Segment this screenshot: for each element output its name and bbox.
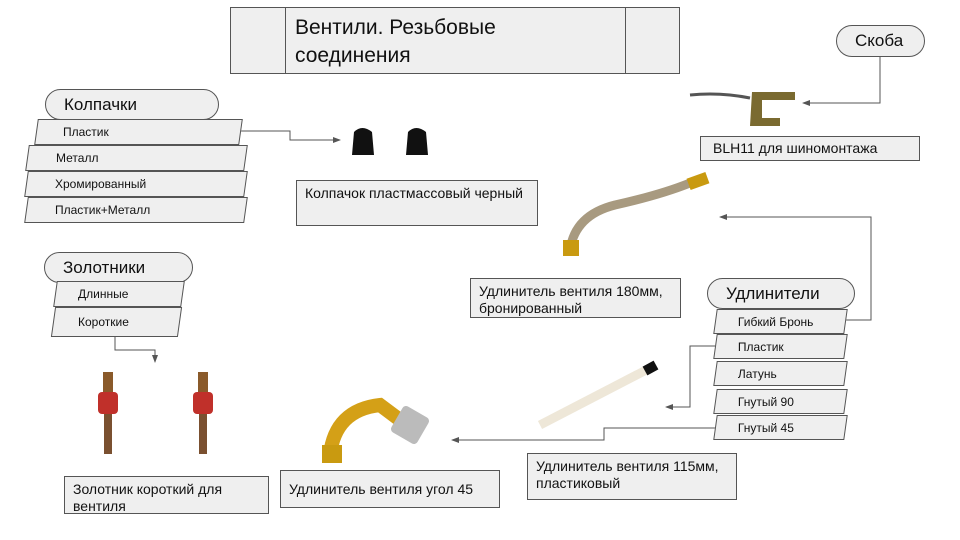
item-label: Металл [56,151,99,165]
ext-item-flexible-armor[interactable]: Гибкий Бронь [713,309,848,334]
cores-item-short[interactable]: Короткие [50,307,183,337]
connector-lines [114,57,881,443]
item-label: Пластик [737,340,784,354]
ext-item-plastic[interactable]: Пластик [713,334,848,359]
cap-image [352,128,428,155]
caps-item-chrome[interactable]: Хромированный [24,171,248,197]
caps-item-plastic[interactable]: Пластик [34,119,243,145]
item-label: Хромированный [55,177,147,191]
ext-item-bent-45[interactable]: Гнутый 45 [713,415,848,440]
group-cores[interactable]: Золотники [44,252,193,283]
plastic-extension-label: Удлинитель вентиля 115мм, пластиковый [527,453,737,500]
caps-item-plastic-metal[interactable]: Пластик+Металл [24,197,248,223]
item-label: Гнутый 45 [737,421,794,435]
item-label: Пластик+Металл [55,203,151,217]
ext-item-bent-90[interactable]: Гнутый 90 [713,389,848,414]
elbow-image [322,397,430,463]
cap-product-label: Колпачок пластмассовый черный [296,180,538,226]
plastic-extension-image [537,360,659,429]
item-label: Гнутый 90 [737,395,794,409]
page-title: Вентили. Резьбовые соединения [230,7,680,74]
item-label: Длинные [78,287,129,301]
caps-item-metal[interactable]: Металл [25,145,248,171]
braided-extension-label: Удлинитель вентиля 180мм, бронированный [470,278,681,318]
ext-item-brass[interactable]: Латунь [713,361,848,386]
item-label: Гибкий Бронь [737,315,814,329]
item-label: Пластик [63,125,109,139]
group-caps[interactable]: Колпачки [45,89,219,120]
core-product-label: Золотник короткий для вентиля [64,476,269,514]
valve-core-image [98,372,213,454]
braided-extension-image [563,171,710,256]
group-extensions[interactable]: Удлинители [707,278,855,309]
bracket-image [689,92,795,126]
item-label: Короткие [78,315,129,329]
elbow-product-label: Удлинитель вентиля угол 45 [280,470,500,508]
group-bracket[interactable]: Скоба [836,25,925,57]
item-label: Латунь [737,367,777,381]
title-text: Вентили. Резьбовые соединения [295,16,496,67]
bracket-product-label: BLH11 для шиномонтажа [700,136,920,161]
cores-item-long[interactable]: Длинные [53,281,185,307]
